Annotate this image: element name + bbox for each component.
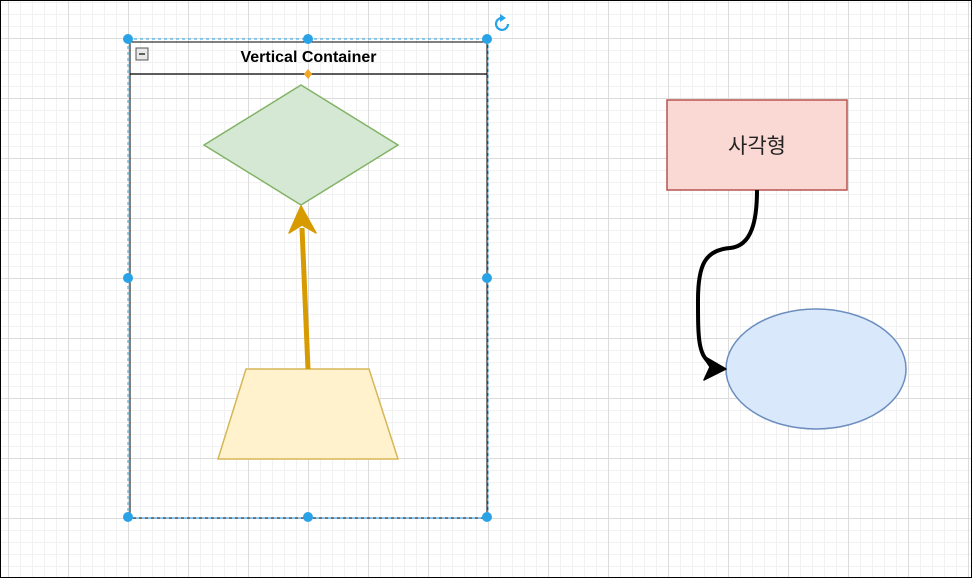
rectangle-label: 사각형 (728, 135, 786, 158)
resize-handle-left[interactable] (123, 273, 133, 283)
rotate-icon[interactable] (494, 14, 510, 31)
resize-handle-bottom-right[interactable] (482, 512, 492, 522)
resize-handle-right[interactable] (482, 273, 492, 283)
resize-handle-top-left[interactable] (123, 34, 133, 44)
resize-handle-top-right[interactable] (482, 34, 492, 44)
resize-handle-top[interactable] (303, 34, 313, 44)
ellipse-shape[interactable] (725, 308, 907, 430)
container-title: Vertical Container (240, 49, 377, 66)
trapezoid-shape[interactable] (216, 368, 400, 460)
collapse-icon[interactable] (135, 47, 149, 61)
connector-curve-black[interactable] (695, 189, 759, 367)
resize-handle-bottom-left[interactable] (123, 512, 133, 522)
arrowhead-black (701, 354, 727, 381)
diamond-shape[interactable] (202, 84, 400, 206)
arrowhead-orange (288, 205, 317, 234)
resize-handle-bottom[interactable] (303, 512, 313, 522)
connector-arrow-orange[interactable] (299, 227, 311, 370)
header-size-handle[interactable] (304, 69, 312, 79)
